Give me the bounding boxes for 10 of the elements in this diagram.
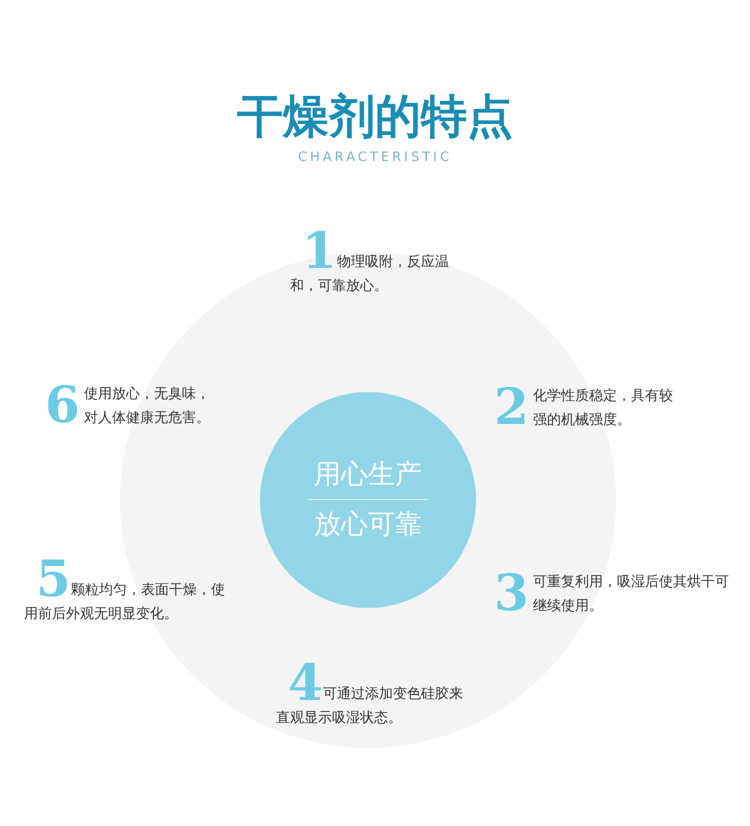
feature-text: 可重复利用，吸湿后使其烘干可继续使用。 <box>532 574 729 614</box>
slogan-text: 用心生产 <box>313 458 423 492</box>
feature-text: 化学性质稳定，具有较强的机械强度。 <box>532 388 673 428</box>
feature-number: 6 <box>45 382 80 428</box>
feature-number: 2 <box>494 384 529 430</box>
title: 干燥剂的特点 <box>236 88 514 144</box>
feature-number: 3 <box>494 570 529 616</box>
slogan-text: 放心可靠 <box>313 508 423 542</box>
subtitle: CHARACTERISTIC <box>296 150 454 165</box>
feature-text: 使用放心，无臭味，对人体健康无危害。 <box>84 386 210 426</box>
